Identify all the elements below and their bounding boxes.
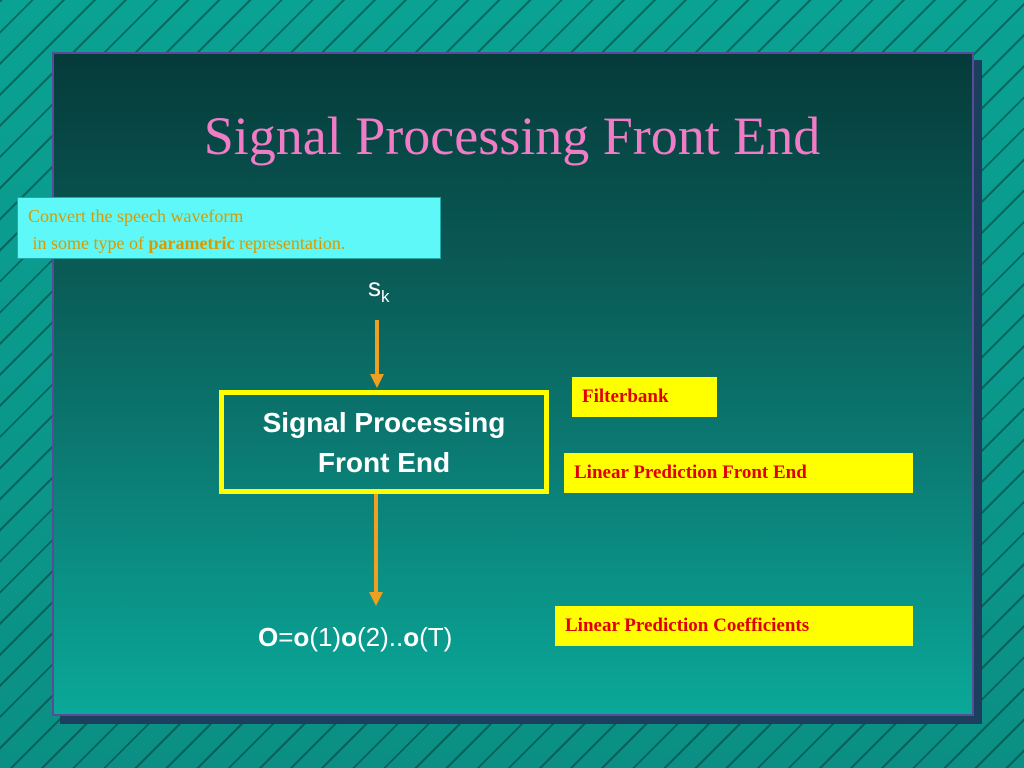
output-sequence: O=o(1)o(2)..o(T)	[258, 622, 452, 653]
note-suffix: representation.	[234, 233, 346, 253]
note-box: Convert the speech waveform in some type…	[17, 197, 441, 259]
output-o1: o	[293, 622, 310, 652]
process-box: Signal Processing Front End	[219, 390, 549, 494]
output-o2: o	[341, 622, 357, 652]
note-line-1: Convert the speech waveform	[28, 206, 244, 226]
output-O: O	[258, 622, 279, 652]
filterbank-label: Filterbank	[572, 377, 717, 417]
input-signal-label: sk	[368, 272, 390, 307]
lp-coefficients-label: Linear Prediction Coefficients	[555, 606, 913, 646]
output-eq: =	[278, 622, 294, 652]
process-line-2: Front End	[317, 447, 451, 478]
output-a2: (2)..	[356, 622, 404, 652]
output-arrow-head	[369, 592, 383, 606]
slide-title: Signal Processing Front End	[203, 106, 821, 166]
slide-panel	[52, 52, 974, 716]
note-prefix: in some type of	[32, 233, 149, 253]
output-o3: o	[403, 622, 420, 652]
input-arrow-head	[370, 374, 384, 388]
input-signal-base: s	[368, 272, 381, 302]
note-line-2: in some type of parametric representatio…	[28, 230, 430, 257]
lp-front-end-label: Linear Prediction Front End	[564, 453, 913, 493]
output-arrow-line	[374, 494, 378, 594]
process-line-1: Signal Processing	[262, 407, 506, 438]
input-arrow-line	[375, 320, 379, 376]
input-signal-subscript: k	[381, 287, 390, 307]
output-a3: (T)	[419, 622, 453, 652]
output-a1: (1)	[309, 622, 342, 652]
note-emphasis: parametric	[148, 233, 235, 253]
